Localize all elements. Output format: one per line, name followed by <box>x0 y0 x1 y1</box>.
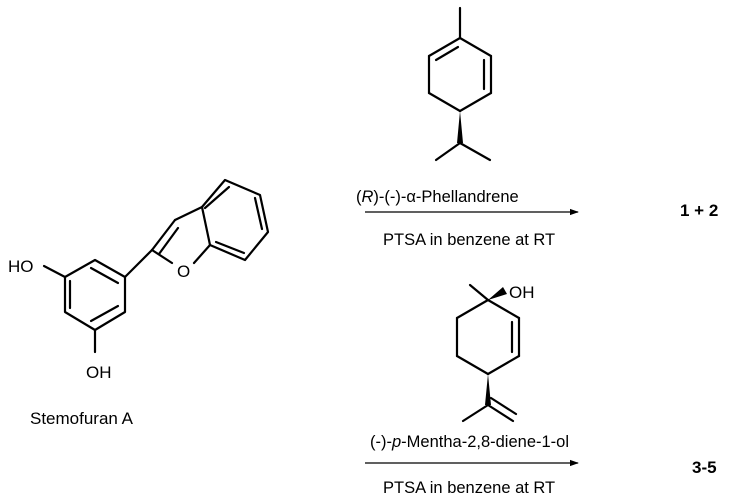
menthadienol-name-prefix: (-)- <box>370 433 392 451</box>
reaction-1-conditions: PTSA in benzene at RT <box>383 231 555 249</box>
starting-material-name: Stemofuran A <box>30 409 134 428</box>
menthadienol-hydroxyl-label: OH <box>509 283 535 302</box>
menthadienol-structure <box>455 283 521 423</box>
hydroxyl-wedge-bond <box>488 287 507 300</box>
menthadienol-name-italic: p <box>391 433 401 451</box>
reaction-2-products: 3-5 <box>692 458 717 477</box>
phellandrene-name: (R)-(-)-α-Phellandrene <box>356 188 519 206</box>
hydroxyl-label-bottom: OH <box>86 363 112 382</box>
isopropenyl-wedge-bond <box>485 374 491 405</box>
menthadienol-name: (-)-p-Mentha-2,8-diene-1-ol <box>370 433 569 451</box>
phellandrene-structure <box>427 6 493 162</box>
stemofuran-a-structure <box>42 178 270 354</box>
wedge-bond <box>457 111 463 143</box>
hydroxyl-label-top: HO <box>8 257 34 276</box>
menthadienol-name-rest: -Mentha-2,8-diene-1-ol <box>401 433 569 451</box>
ring-oxygen-label: O <box>177 262 190 281</box>
phellandrene-stereo-descriptor: R <box>362 188 374 206</box>
phellandrene-name-rest: )-(-)-α-Phellandrene <box>373 188 518 206</box>
reaction-1-products: 1 + 2 <box>680 201 718 220</box>
reaction-2-conditions: PTSA in benzene at RT <box>383 479 555 497</box>
